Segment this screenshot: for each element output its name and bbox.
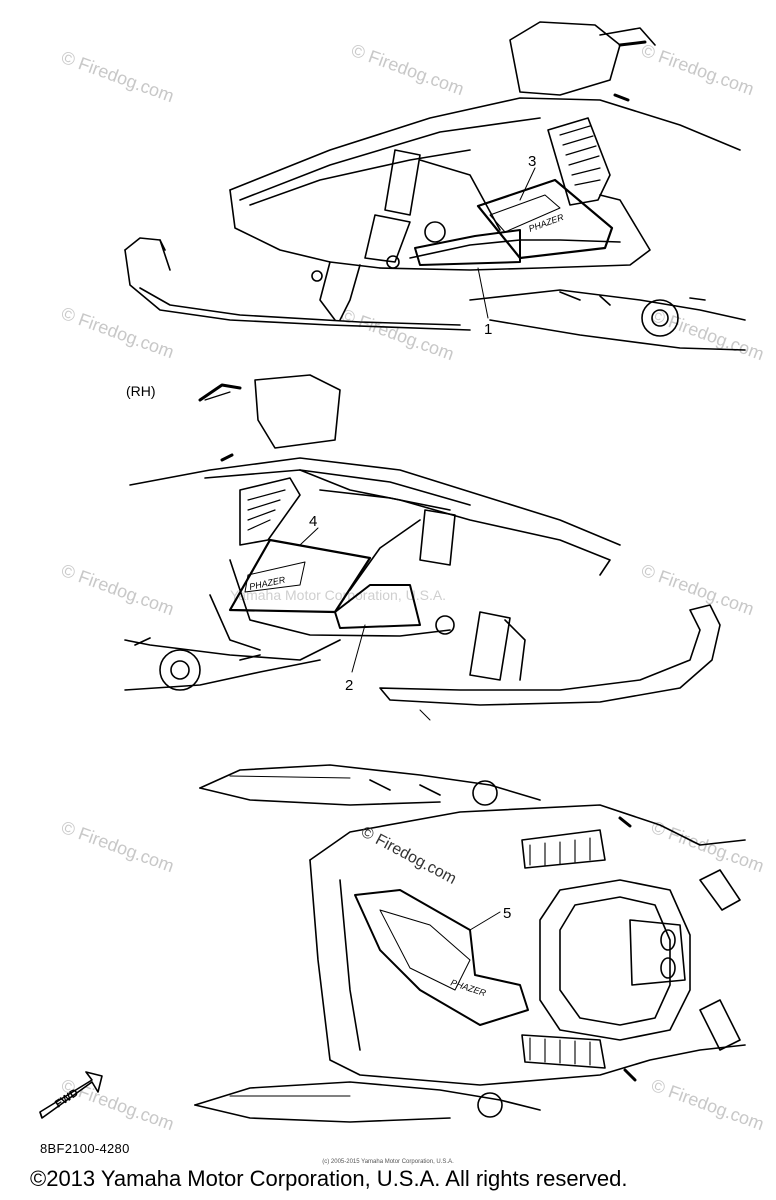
small-credit: (c) 2005-2015 Yamaha Motor Corporation, … bbox=[322, 1159, 454, 1165]
watermark: © Firedog.com bbox=[649, 1075, 767, 1134]
watermark: © Firedog.com bbox=[339, 305, 457, 364]
snowmobile-top-view: PHAZER bbox=[194, 764, 746, 1123]
watermark: © Firedog.com bbox=[349, 40, 467, 99]
watermark: © Firedog.com bbox=[59, 560, 177, 619]
snowmobile-lh-view: PHAZER bbox=[124, 21, 746, 351]
watermark: © Firedog.com bbox=[59, 47, 177, 106]
watermark: © Firedog.com bbox=[59, 303, 177, 362]
callout-4: 4 bbox=[309, 513, 317, 530]
side-label: (RH) bbox=[126, 383, 156, 399]
callout-3: 3 bbox=[528, 153, 536, 170]
diagram-code: 8BF2100-4280 bbox=[40, 1141, 130, 1156]
snowmobile-rh-view: PHAZER bbox=[124, 374, 721, 721]
watermark: © Firedog.com bbox=[649, 817, 767, 876]
watermark: © Firedog.com bbox=[59, 1075, 177, 1134]
watermark-overlay: © Firedog.com bbox=[358, 824, 459, 888]
center-watermark: Yamaha Motor Corporation, U.S.A. bbox=[230, 587, 446, 603]
callout-2: 2 bbox=[345, 677, 353, 694]
watermark: © Firedog.com bbox=[639, 560, 757, 619]
decal-label: PHAZER bbox=[449, 977, 487, 998]
watermark: © Firedog.com bbox=[639, 40, 757, 99]
watermark: © Firedog.com bbox=[59, 817, 177, 876]
callout-5: 5 bbox=[503, 905, 511, 922]
decal-label: PHAZER bbox=[527, 212, 565, 234]
copyright-text: ©2013 Yamaha Motor Corporation, U.S.A. A… bbox=[30, 1166, 628, 1191]
callout-1: 1 bbox=[484, 321, 492, 338]
